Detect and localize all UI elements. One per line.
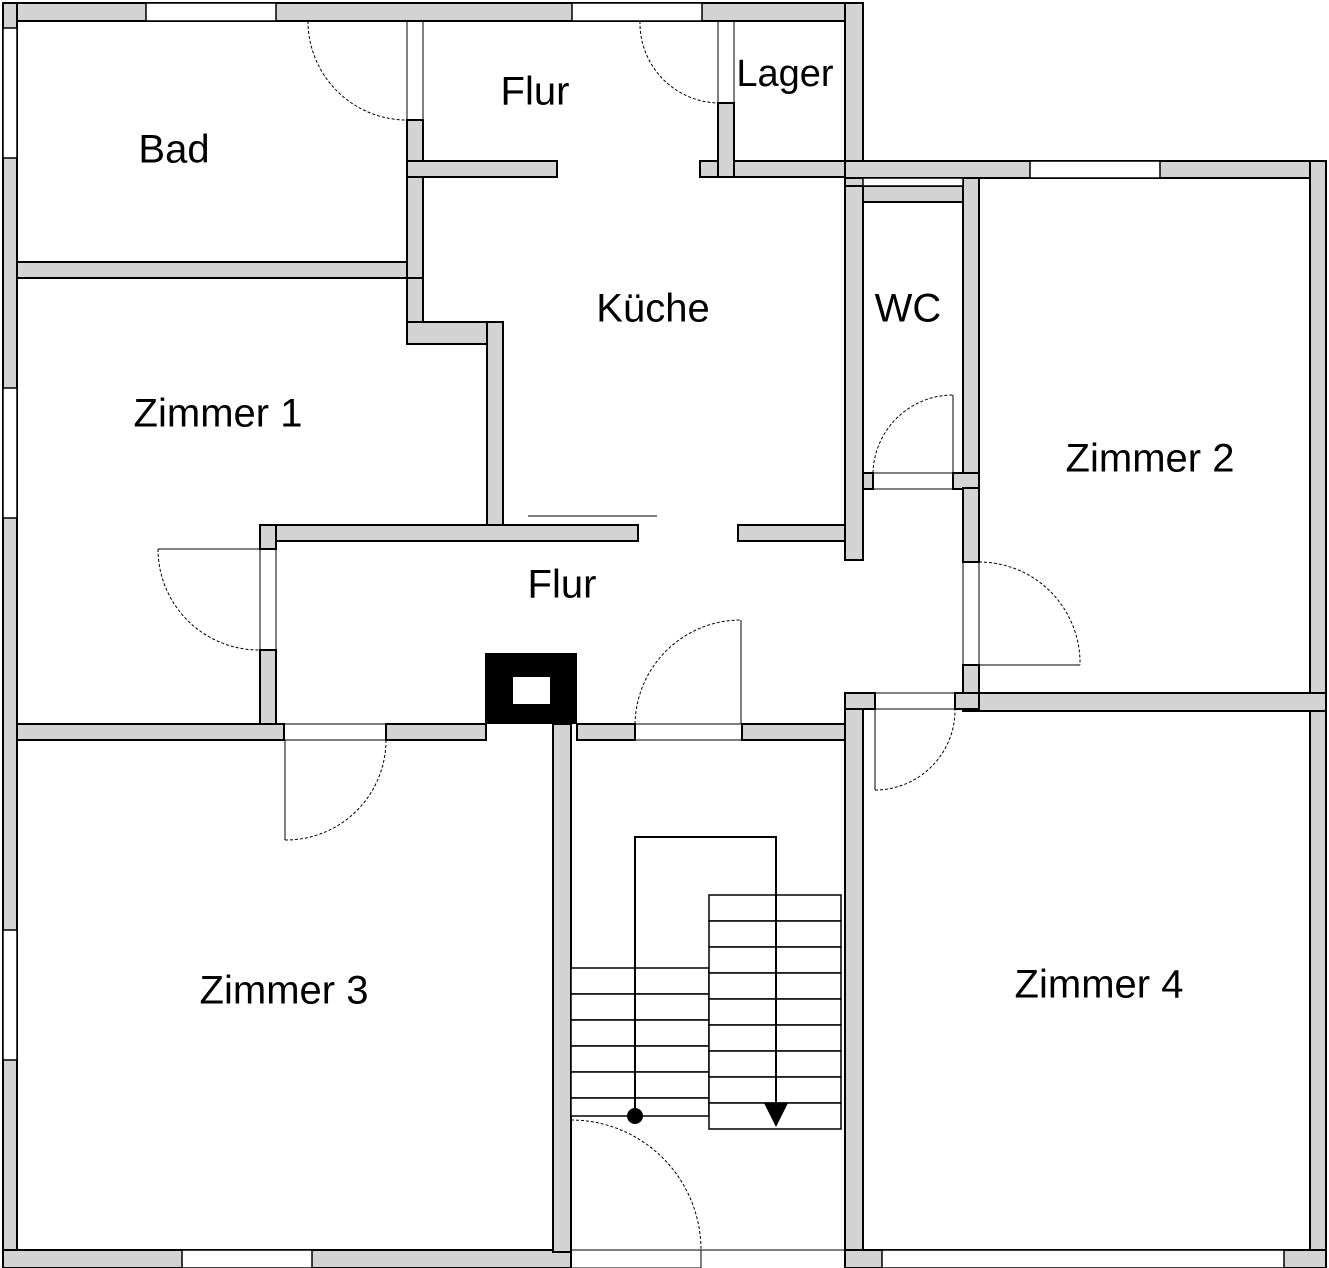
window-zimmer1-left [2,387,18,519]
door-entrance [570,1119,845,1268]
door-bad [307,20,424,121]
room-label-flur-main: Flur [528,563,597,607]
staircase [570,836,842,1130]
door-wc [872,394,954,490]
room-label-zimmer3: Zimmer 3 [200,969,369,1013]
window-zimmer3-left [2,929,18,1061]
interior-walls [16,102,1327,1253]
window-zimmer4-bottom [881,1249,1285,1268]
door-zimmer4 [874,692,956,791]
stair-walking-line [634,836,777,1116]
room-label-lager: Lager [736,53,834,95]
room-label-zimmer1: Zimmer 1 [134,392,303,436]
window-zimmer2-top [1029,160,1161,179]
room-labels: Bad Flur Lager Küche WC Zimmer 1 Zimmer … [134,53,1235,1013]
room-label-zimmer4: Zimmer 4 [1015,963,1184,1007]
windows [2,2,1285,1268]
door-zimmer2 [962,561,1081,666]
doors [157,20,1081,1268]
door-lager [639,20,735,104]
room-label-bad: Bad [138,128,209,172]
window-zimmer3-bottom [181,1249,313,1268]
room-label-wc: WC [875,287,942,331]
stair-start-dot [627,1108,643,1124]
room-label-kueche: Küche [596,287,709,331]
door-zimmer1 [157,548,277,651]
room-label-zimmer2: Zimmer 2 [1066,437,1235,481]
chimney-icon [485,653,577,724]
window-flur-top [571,2,703,22]
window-bad-top [145,2,277,22]
window-wc-top [862,177,964,187]
door-zimmer3 [283,723,387,841]
stair-direction-arrow-icon [764,1103,788,1127]
window-bad-left [2,27,18,159]
room-label-flur-top: Flur [501,70,570,114]
door-stairhall [634,619,743,741]
